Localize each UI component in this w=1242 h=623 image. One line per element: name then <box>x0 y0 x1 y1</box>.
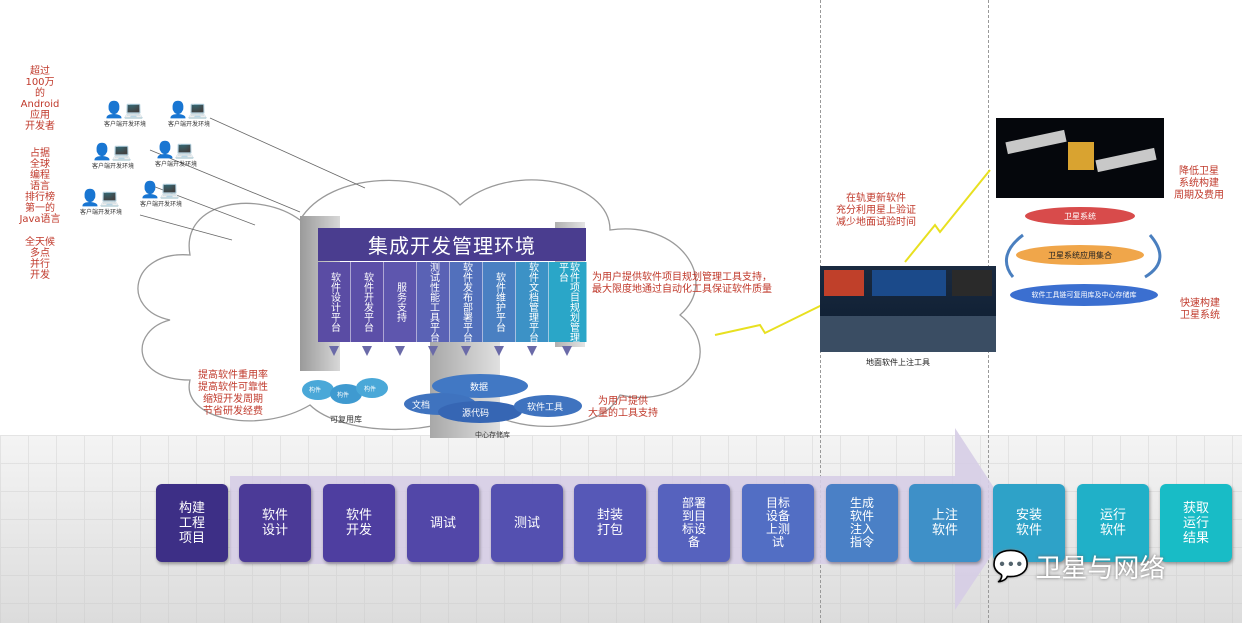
platform-column: 软件维护平台 <box>483 262 516 342</box>
watermark: 💬 卫星与网络 <box>992 548 1165 585</box>
user-computer-icon: 👤💻 <box>104 100 144 119</box>
user-computer-icon: 👤💻 <box>92 142 132 161</box>
note-java-ranking: 占据 全球 编程 语言 排行榜 第一的 Java语言 <box>5 148 75 225</box>
workstation-4: 👤💻 客户端开发环境 <box>155 140 197 168</box>
ground-screen-left <box>824 270 864 296</box>
user-computer-icon: 👤💻 <box>80 188 120 207</box>
down-arrow-icon <box>494 346 504 356</box>
ground-screen-center <box>872 270 946 296</box>
step-upload: 上注 软件 <box>909 484 981 562</box>
ground-screen-right <box>952 270 992 296</box>
satellite-body <box>1068 142 1094 170</box>
software-tools-label: 软件工具 <box>527 400 563 413</box>
satellite-panel-right <box>1095 148 1156 172</box>
workstation-label: 客户端开发环境 <box>168 119 210 128</box>
workstation-label: 客户端开发环境 <box>140 199 182 208</box>
down-arrow-icon <box>362 346 372 356</box>
ground-tool-label: 地面软件上注工具 <box>866 357 930 368</box>
down-arrow-icon <box>428 346 438 356</box>
workstation-2: 👤💻 客户端开发环境 <box>168 100 210 128</box>
platform-column: 服务支持 <box>384 262 417 342</box>
workstation-3: 👤💻 客户端开发环境 <box>92 142 134 170</box>
workstation-label: 客户端开发环境 <box>80 207 122 216</box>
workstation-label: 客户端开发环境 <box>155 159 197 168</box>
platform-column: 软件开发平台 <box>351 262 384 342</box>
workstation-1: 👤💻 客户端开发环境 <box>104 100 146 128</box>
note-fast-build: 快速构建 卫星系统 <box>1180 298 1220 322</box>
platform-column: 软件设计平台 <box>318 262 351 342</box>
satellite-image <box>996 118 1164 198</box>
step-target-test: 目标 设备 上测 试 <box>742 484 814 562</box>
workstation-6: 👤💻 客户端开发环境 <box>140 180 182 208</box>
step-test: 测试 <box>491 484 563 562</box>
component-label: 构件 <box>364 384 376 393</box>
component-label: 构件 <box>309 385 321 394</box>
step-generate-instruction: 生成 软件 注入 指令 <box>826 484 898 562</box>
step-get-result: 获取 运行 结果 <box>1160 484 1232 562</box>
step-debug: 调试 <box>407 484 479 562</box>
step-software-develop: 软件 开发 <box>323 484 395 562</box>
note-developers: 超过 100万 的 Android 应用 开发者 <box>5 66 75 132</box>
user-computer-icon: 👤💻 <box>155 140 195 159</box>
step-software-design: 软件 设计 <box>239 484 311 562</box>
note-tools-support: 为用户提供 大量的工具支持 <box>588 396 658 420</box>
step-package: 封装 打包 <box>574 484 646 562</box>
document-label: 文档 <box>412 398 430 411</box>
platform-title: 集成开发管理环境 <box>318 228 586 261</box>
user-computer-icon: 👤💻 <box>168 100 208 119</box>
workstation-5: 👤💻 客户端开发环境 <box>80 188 122 216</box>
step-deploy: 部署 到目 标设 备 <box>658 484 730 562</box>
note-reuse-benefits: 提高软件重用率 提高软件可靠性 缩短开发周期 节省研发经费 <box>198 370 268 418</box>
ground-control-image <box>820 266 996 352</box>
workstation-label: 客户端开发环境 <box>92 161 134 170</box>
platform-column: 软件文档管理平台 <box>516 262 549 342</box>
ground-consoles <box>820 316 996 352</box>
platform-column: 软件发布部署平台 <box>450 262 483 342</box>
cycle-arrows <box>995 205 1175 305</box>
note-allday: 全天候 多点 并行 开发 <box>5 237 75 281</box>
watermark-text: 卫星与网络 <box>1035 548 1165 585</box>
down-arrow-icon <box>527 346 537 356</box>
component-label: 构件 <box>337 390 349 399</box>
platform-column: 测试性能工具平台 <box>417 262 450 342</box>
down-arrow-icon <box>329 346 339 356</box>
note-reduce-cost: 降低卫星 系统构建 周期及费用 <box>1174 166 1224 202</box>
down-arrow-icon <box>461 346 471 356</box>
note-pm-support: 为用户提供软件项目规划管理工具支持， 最大限度地通过自动化工具保证软件质量 <box>592 272 772 296</box>
step-build-project: 构建 工程 项目 <box>156 484 228 562</box>
satellite-panel-left <box>1005 130 1066 154</box>
source-code-label: 源代码 <box>462 406 489 419</box>
data-label: 数据 <box>470 380 488 393</box>
workstation-label: 客户端开发环境 <box>104 119 146 128</box>
user-computer-icon: 👤💻 <box>140 180 180 199</box>
down-arrow-icon <box>562 346 572 356</box>
wechat-icon: 💬 <box>992 549 1029 584</box>
platform-column: 软件项目规划管理平台 <box>549 262 587 342</box>
note-onorbit: 在轨更新软件 充分利用星上验证 减少地面试验时间 <box>836 193 916 229</box>
down-arrow-icon <box>395 346 405 356</box>
